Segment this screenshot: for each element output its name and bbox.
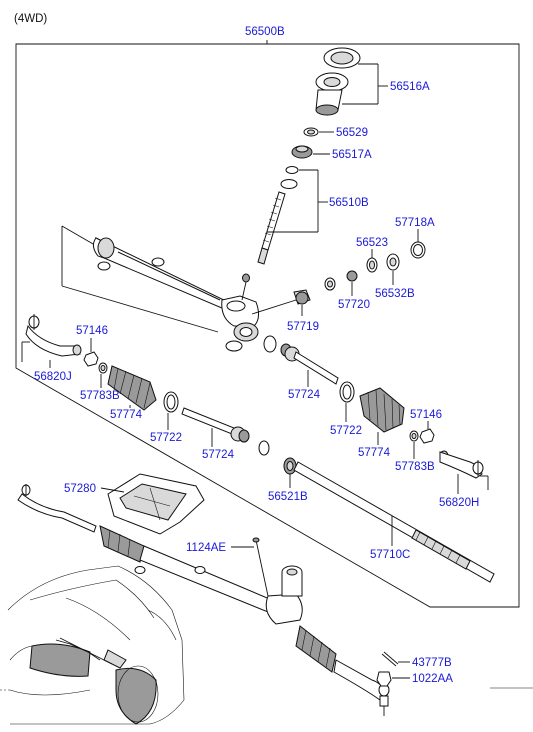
- tie-rod-end-56820J[interactable]: [25, 314, 82, 357]
- spring-56532B[interactable]: [346, 270, 358, 282]
- callout-57718A[interactable]: 57718A: [395, 217, 435, 229]
- callout-56510B[interactable]: 56510B: [329, 197, 369, 209]
- bearing-56517A[interactable]: [291, 145, 313, 159]
- ring-midleft[interactable]: [258, 335, 277, 456]
- bushing-57719[interactable]: [293, 289, 311, 305]
- callout-57146-right[interactable]: 57146: [410, 409, 442, 421]
- callout-57722-right[interactable]: 57722: [330, 425, 362, 437]
- pinion-shaft-56510B[interactable]: [257, 166, 299, 265]
- callout-56820H[interactable]: 56820H: [439, 497, 479, 509]
- nut-57146-right[interactable]: [419, 428, 435, 444]
- callout-57146-left[interactable]: 57146: [76, 325, 108, 337]
- callout-57720[interactable]: 57720: [338, 299, 370, 311]
- tie-rod-end-56820H[interactable]: [439, 450, 489, 490]
- bushing-56521B[interactable]: [283, 457, 297, 475]
- ring-56529[interactable]: [303, 127, 319, 137]
- callout-57710C[interactable]: 57710C: [370, 549, 410, 561]
- callout-57280[interactable]: 57280: [64, 483, 96, 495]
- callout-56500B[interactable]: 56500B: [245, 26, 285, 38]
- callout-57774-left[interactable]: 57774: [110, 409, 143, 421]
- callout-57783B-right[interactable]: 57783B: [395, 461, 435, 473]
- callout-57722-left[interactable]: 57722: [150, 432, 182, 444]
- nut-57146-left[interactable]: [83, 351, 99, 367]
- vehicle-illustration: [7, 565, 185, 725]
- heat-shield-57280[interactable]: [107, 473, 205, 535]
- pinion-cover-56516A[interactable]: [315, 47, 361, 116]
- callout-56532B[interactable]: 56532B: [375, 288, 415, 300]
- plug-57718A[interactable]: [386, 241, 426, 271]
- clip-57783B-left[interactable]: [98, 362, 108, 374]
- boot-57774-left[interactable]: [107, 365, 157, 411]
- cotter-pin-43777B[interactable]: [381, 651, 399, 667]
- callout-56523[interactable]: 56523: [356, 237, 388, 249]
- callout-56820J[interactable]: 56820J: [34, 371, 72, 383]
- callout-57774-right[interactable]: 57774: [358, 447, 391, 459]
- callout-57724-left[interactable]: 57724: [202, 449, 235, 461]
- callout-56516A[interactable]: 56516A: [390, 81, 430, 93]
- inner-tie-rod-57724-right[interactable]: [280, 343, 339, 385]
- callout-43777B[interactable]: 43777B: [412, 657, 452, 669]
- callout-56517A[interactable]: 56517A: [332, 149, 372, 161]
- band-57722-right[interactable]: [339, 381, 355, 403]
- callout-57719[interactable]: 57719: [287, 321, 319, 333]
- clip-57783B-right[interactable]: [409, 430, 419, 442]
- plug-57720[interactable]: [324, 277, 336, 291]
- callout-56529[interactable]: 56529: [336, 127, 368, 139]
- callout-57783B-left[interactable]: 57783B: [80, 390, 120, 402]
- callout-57724-right[interactable]: 57724: [288, 389, 321, 401]
- band-57722-left[interactable]: [163, 391, 179, 413]
- bottom-rule: [0, 687, 533, 691]
- callout-1022AA[interactable]: 1022AA: [412, 673, 453, 685]
- assembly-frame: [15, 40, 520, 608]
- variant-label: (4WD): [14, 13, 47, 25]
- assembled-rack-lower[interactable]: [17, 484, 390, 716]
- callout-56521B[interactable]: 56521B: [268, 491, 308, 503]
- boot-57774-right[interactable]: [359, 387, 405, 433]
- yoke-56523[interactable]: [366, 257, 378, 273]
- bolt-1124AE[interactable]: [252, 537, 269, 597]
- rack-bar-57710C[interactable]: [293, 461, 495, 583]
- nut-1022AA[interactable]: [376, 671, 392, 687]
- rack-housing[interactable]: [61, 225, 260, 352]
- inner-tie-rod-57724-left[interactable]: [181, 407, 250, 443]
- callout-1124AE[interactable]: 1124AE: [186, 542, 226, 554]
